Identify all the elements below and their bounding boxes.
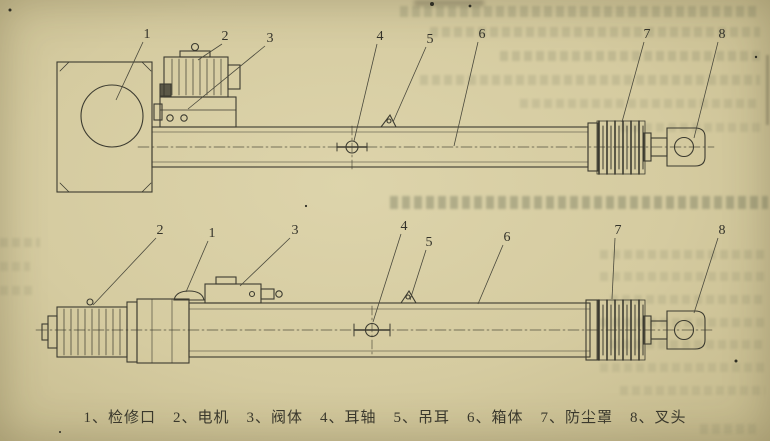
trunnion-top-view [336, 140, 368, 154]
fork-head-bottom-view [650, 310, 706, 350]
callout-number: 7 [644, 27, 651, 42]
fork-pin-hole [673, 319, 695, 341]
housing-box [56, 61, 153, 193]
callout-number: 4 [401, 219, 408, 234]
legend-item: 5、吊耳 [393, 410, 451, 426]
legend-item: 7、防尘罩 [540, 410, 614, 426]
callout-number: 8 [719, 223, 726, 238]
motor-lifting-eye [190, 42, 200, 52]
lifting-lug-top-view [379, 113, 397, 128]
callout-number: 1 [209, 226, 216, 241]
inspection-opening-circle [80, 84, 144, 148]
bottom-view-drawing [35, 276, 715, 364]
legend-item: 4、耳轴 [319, 410, 377, 426]
dust-cover-top-view [596, 120, 652, 175]
trunnion-bottom-view [353, 322, 391, 338]
legend-item: 2、电机 [172, 410, 230, 426]
callout-number: 6 [504, 230, 511, 245]
callout-number: 3 [292, 223, 299, 238]
motor-bottom-view [41, 298, 138, 363]
top-view-leader-lines [115, 41, 719, 147]
gear-housing-bottom-view [136, 290, 205, 364]
scan-specks [8, 2, 758, 433]
callout-number: 6 [479, 27, 486, 42]
callout-number: 7 [615, 223, 622, 238]
bottom-view-leader-lines [92, 233, 719, 323]
legend-item: 1、检修口 [83, 410, 156, 426]
callout-number: 1 [144, 27, 151, 42]
top-view-drawing [56, 42, 715, 193]
valve-body-top-view [153, 96, 237, 128]
top-view-callout-numbers: 1 2 3 4 5 6 7 8 [144, 27, 726, 47]
callout-number: 3 [267, 31, 274, 46]
parts-legend: 1、检修口 2、电机 3、阀体 4、耳轴 5、吊耳 6、箱体 7、防尘罩 8、叉… [0, 406, 770, 427]
inspection-port-dome [173, 290, 205, 301]
legend-item: 6、箱体 [467, 410, 524, 426]
motor-lifting-eye [86, 298, 94, 306]
legend-item: 8、叉头 [630, 410, 687, 426]
legend-item: 3、阀体 [246, 410, 303, 426]
cylinder-tube-bottom-view [188, 299, 599, 361]
valve-body-bottom-view [204, 276, 283, 304]
motor-top-view [159, 42, 241, 98]
callout-number: 5 [426, 235, 433, 250]
callout-number: 5 [427, 32, 434, 47]
motor-terminal-box [159, 83, 172, 97]
callout-number: 2 [222, 29, 229, 44]
callout-number: 4 [377, 29, 384, 44]
lifting-lug-bottom-view [399, 289, 417, 304]
tube-end-gland [587, 122, 599, 172]
dust-cover-bottom-view [596, 299, 652, 361]
tube-end-gland [585, 299, 599, 361]
callout-number: 2 [157, 223, 164, 238]
callout-number: 8 [719, 27, 726, 42]
fork-pin-hole [673, 136, 695, 158]
cylinder-tube-top-view [151, 122, 599, 172]
fork-head-top-view [650, 127, 706, 167]
bottom-view-callout-numbers: 2 1 3 4 5 6 7 8 [157, 219, 726, 250]
